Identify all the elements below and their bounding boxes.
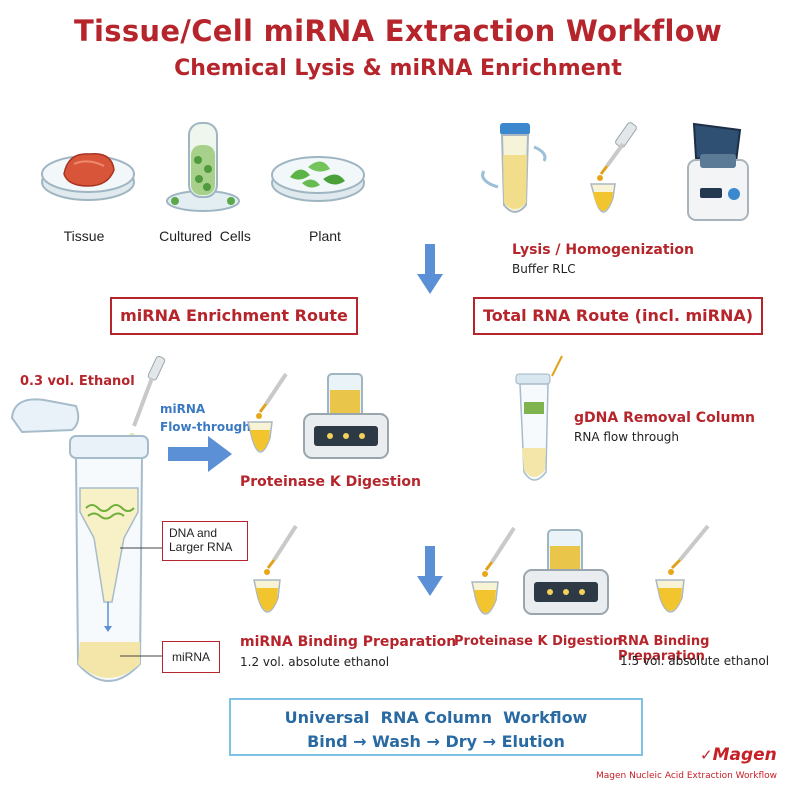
brand-tagline: Magen Nucleic Acid Extraction Workflow <box>596 771 777 781</box>
brand-mark-icon: ✓ <box>700 746 713 764</box>
lysis-title: Lysis / Homogenization <box>512 242 694 258</box>
cell-culture-icon <box>163 115 243 215</box>
route-enrichment: miRNA Enrichment Route <box>110 297 358 335</box>
pipette-icon <box>585 120 645 230</box>
sample-label-cells: Cultured Cells <box>150 228 260 244</box>
plant-dish-icon <box>268 135 368 210</box>
pipette-tube-icon <box>244 370 294 466</box>
dna-note-line1: DNA and <box>169 526 241 540</box>
total-proteinase-title: Proteinase K Digestion <box>454 634 622 649</box>
enrichment-proteinase-title: Proteinase K Digestion <box>240 474 421 490</box>
mirna-note: miRNA <box>162 641 220 673</box>
pipette-tube-icon <box>650 522 714 626</box>
brand-name: Magen <box>713 745 777 765</box>
dna-note: DNA and Larger RNA <box>162 521 248 561</box>
page-title: Tissue/Cell miRNA Extraction Workflow <box>0 14 796 48</box>
gdna-title: gDNA Removal Column <box>574 410 755 426</box>
gdna-sub: RNA flow through <box>574 430 679 444</box>
page-subtitle: Chemical Lysis & miRNA Enrichment <box>0 56 796 81</box>
universal-workflow-box: Universal RNA Column Workflow Bind → Was… <box>229 698 643 756</box>
right-arrow-icon <box>168 436 232 472</box>
heating-block-icon <box>520 512 612 622</box>
down-arrow-icon <box>417 244 443 296</box>
flow-label-line2: Flow-through <box>160 420 251 434</box>
tissue-dish-icon <box>38 130 138 210</box>
homogenizer-icon <box>678 118 758 230</box>
lysis-buffer: Buffer RLC <box>512 262 576 276</box>
universal-line2: Bind → Wash → Dry → Elution <box>231 730 641 754</box>
lysis-tube-icon <box>470 115 560 225</box>
flow-label-line1: miRNA <box>160 402 205 416</box>
sample-label-tissue: Tissue <box>54 228 114 244</box>
dna-note-line2: Larger RNA <box>169 540 241 554</box>
mirna-binding-title: miRNA Binding Preparation <box>240 634 456 650</box>
gdna-column-icon <box>508 352 568 492</box>
sample-label-plant: Plant <box>300 228 350 244</box>
heating-block-icon <box>298 356 394 466</box>
pipette-tube-icon <box>468 524 520 628</box>
route-total-rna: Total RNA Route (incl. miRNA) <box>473 297 763 335</box>
pipette-tube-icon <box>250 522 302 626</box>
brand-logo: ✓Magen <box>700 745 777 765</box>
universal-line1: Universal RNA Column Workflow <box>231 706 641 730</box>
down-arrow-icon <box>417 546 443 598</box>
rna-binding-sub: 1.5 vol. absolute ethanol <box>620 654 769 668</box>
mirna-binding-sub: 1.2 vol. absolute ethanol <box>240 655 389 669</box>
